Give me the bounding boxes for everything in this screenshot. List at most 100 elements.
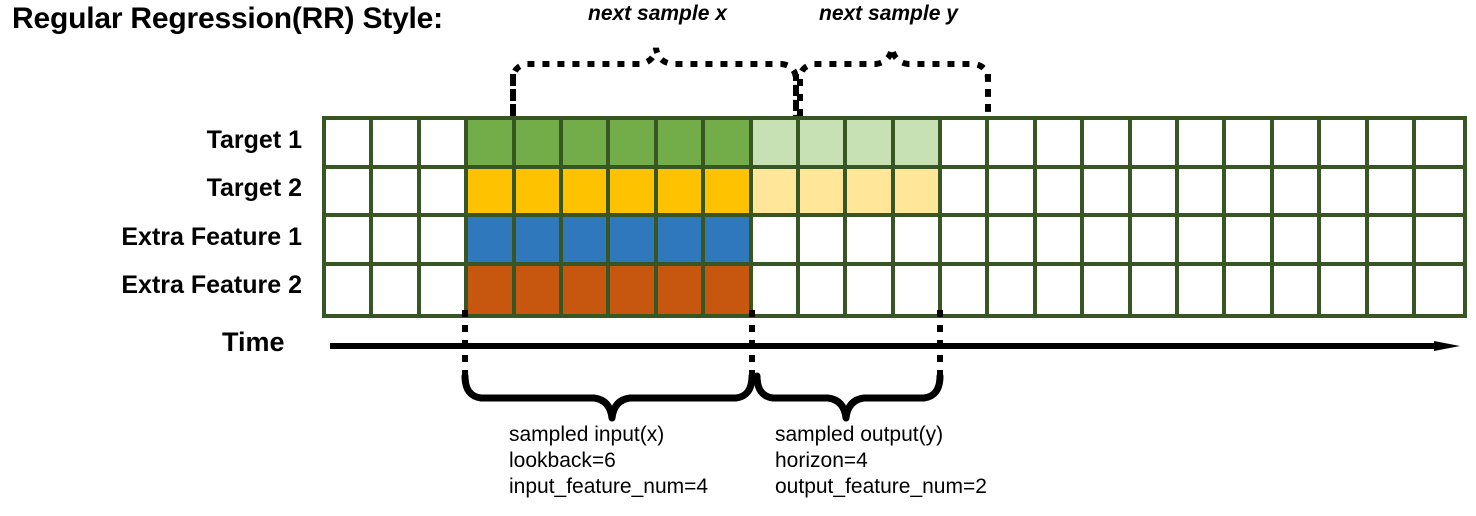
row-label-extra-feature-2: Extra Feature 2 (121, 271, 302, 300)
grid-cell-r2-c17 (1131, 217, 1180, 266)
row-label-column: Target 1 Target 2 Extra Feature 1 Extra … (40, 116, 312, 310)
grid-cell-r1-c11 (847, 168, 895, 217)
caption-input-line-1: sampled input(x) (509, 423, 665, 446)
grid-cell-r2-c5 (562, 217, 611, 266)
grid-cell-r1-c21 (1321, 168, 1369, 217)
grid-cell-r0-c1 (373, 120, 421, 169)
grid-cell-r0-c4 (515, 120, 563, 169)
top-brace-label-next-sample-y: next sample y (819, 2, 958, 25)
grid-cell-r2-c16 (1084, 217, 1132, 266)
page-title: Regular Regression(RR) Style: (12, 2, 443, 35)
grid-cell-r1-c20 (1273, 168, 1322, 217)
grid-cell-r2-c22 (1368, 217, 1416, 266)
grid-cell-r2-c15 (1036, 217, 1085, 266)
grid-cell-r1-c0 (326, 168, 374, 217)
grid-cell-r0-c15 (1036, 120, 1085, 169)
grid-cell-r1-c17 (1131, 168, 1180, 217)
grid-cell-r0-c6 (610, 120, 658, 169)
grid-cell-r2-c2 (420, 217, 469, 266)
grid-cell-r2-c6 (610, 217, 658, 266)
grid-cell-r3-c17 (1131, 265, 1180, 314)
grid-cell-r0-c7 (657, 120, 706, 169)
brace-sampled-input (461, 372, 756, 422)
grid-cell-r1-c15 (1036, 168, 1085, 217)
grid-cell-r2-c7 (657, 217, 706, 266)
grid-cell-r0-c19 (1226, 120, 1274, 169)
grid-cell-r3-c11 (847, 265, 895, 314)
grid-cell-r1-c19 (1226, 168, 1274, 217)
row-label-target-1: Target 1 (206, 125, 302, 154)
grid-cell-r2-c1 (373, 217, 421, 266)
caption-output-line-3: output_feature_num=2 (775, 475, 987, 498)
time-axis-arrow (330, 341, 1460, 351)
grid-cell-r3-c16 (1084, 265, 1132, 314)
grid-cell-r0-c3 (468, 120, 516, 169)
row-label-target-2: Target 2 (206, 174, 302, 203)
grid-cell-r2-c19 (1226, 217, 1274, 266)
grid-cell-r2-c3 (468, 217, 516, 266)
grid-cell-r0-c2 (420, 120, 469, 169)
caption-input-line-3: input_feature_num=4 (509, 475, 709, 498)
grid-cell-r1-c18 (1179, 168, 1227, 217)
grid-cell-r0-c8 (705, 120, 753, 169)
grid-cell-r3-c9 (752, 265, 800, 314)
grid-cell-r1-c8 (705, 168, 753, 217)
caption-sampled-input: sampled input(x) lookback=6 input_featur… (509, 422, 708, 500)
grid-cell-r1-c23 (1415, 168, 1464, 217)
brace-next-sample-y (797, 47, 991, 116)
grid-cell-r1-c16 (1084, 168, 1132, 217)
caption-output-line-1: sampled output(y) (775, 423, 944, 446)
grid-cell-r0-c9 (752, 120, 800, 169)
grid-cell-r0-c5 (562, 120, 611, 169)
grid-row-extra-feature-1 (326, 217, 1464, 266)
grid-cell-r0-c23 (1415, 120, 1464, 169)
top-brace-guides (510, 74, 991, 116)
grid-cell-r3-c22 (1368, 265, 1416, 314)
grid-cell-r3-c18 (1179, 265, 1227, 314)
caption-input-line-2: lookback=6 (509, 449, 616, 472)
grid-row-extra-feature-2 (326, 265, 1464, 314)
grid-cell-r2-c12 (894, 217, 943, 266)
grid-cell-r2-c14 (989, 217, 1037, 266)
grid-cell-r1-c1 (373, 168, 421, 217)
grid-cell-r3-c20 (1273, 265, 1322, 314)
grid-cell-r3-c6 (610, 265, 658, 314)
grid-cell-r0-c21 (1321, 120, 1369, 169)
timeline-grid (322, 116, 1468, 318)
grid-cell-r3-c8 (705, 265, 753, 314)
grid-cell-r1-c13 (942, 168, 990, 217)
grid-cell-r3-c23 (1415, 265, 1464, 314)
grid-cell-r0-c14 (989, 120, 1037, 169)
grid-cell-r3-c3 (468, 265, 516, 314)
grid-cell-r2-c20 (1273, 217, 1322, 266)
grid-cell-r1-c10 (799, 168, 848, 217)
grid-cell-r0-c22 (1368, 120, 1416, 169)
caption-sampled-output: sampled output(y) horizon=4 output_featu… (775, 422, 987, 500)
grid-cell-r0-c0 (326, 120, 374, 169)
grid-cell-r1-c4 (515, 168, 563, 217)
grid-cell-r3-c13 (942, 265, 990, 314)
grid-cell-r3-c14 (989, 265, 1037, 314)
grid-cell-r0-c11 (847, 120, 895, 169)
grid-cell-r2-c13 (942, 217, 990, 266)
grid-cell-r1-c12 (894, 168, 943, 217)
grid-row-target-2 (326, 168, 1464, 217)
grid-cell-r3-c19 (1226, 265, 1274, 314)
grid-row-target-1 (326, 120, 1464, 169)
grid-cell-r2-c18 (1179, 217, 1227, 266)
grid-cell-r3-c10 (799, 265, 848, 314)
top-brace-label-next-sample-x: next sample x (588, 2, 727, 25)
grid-cell-r3-c12 (894, 265, 943, 314)
grid-cell-r3-c2 (420, 265, 469, 314)
grid-cell-r2-c4 (515, 217, 563, 266)
grid-cell-r1-c3 (468, 168, 516, 217)
grid-cell-r2-c23 (1415, 217, 1464, 266)
row-label-extra-feature-1: Extra Feature 1 (121, 222, 302, 251)
grid-cell-r1-c2 (420, 168, 469, 217)
grid-cell-r3-c0 (326, 265, 374, 314)
grid-cell-r0-c12 (894, 120, 943, 169)
grid-cell-r2-c10 (799, 217, 848, 266)
grid-cell-r3-c1 (373, 265, 421, 314)
grid-cell-r3-c15 (1036, 265, 1085, 314)
